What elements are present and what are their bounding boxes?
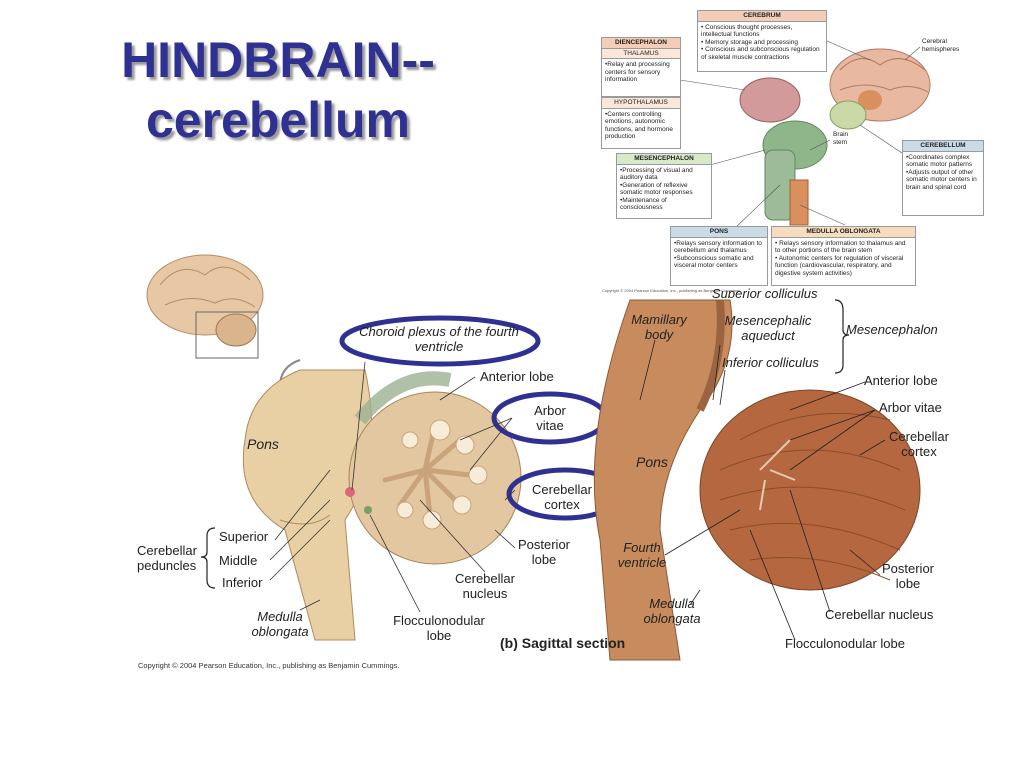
- mamillary-body-label: Mamillary body: [631, 312, 687, 342]
- left-anterior-lobe-label: Anterior lobe: [480, 369, 554, 384]
- mesencephalic-aqueduct-label: Mesencephalic aqueduct: [724, 313, 812, 343]
- title-line-1: HINDBRAIN--: [121, 32, 435, 88]
- title-line-2: cerebellum: [145, 92, 410, 148]
- left-arbor-vitae-label: Arbor vitae: [534, 403, 566, 433]
- cerebellum-text: •Coordinates complex somatic motor patte…: [906, 153, 977, 191]
- right-cerebellar-nucleus-label: Cerebellar nucleus: [825, 607, 934, 622]
- left-cerebellar-cortex-label: Cerebellar cortex: [532, 482, 592, 512]
- cerebrum-box: CEREBRUM • Conscious thought processes, …: [697, 10, 827, 72]
- right-cerebellar-cortex-label: Cerebellar cortex: [889, 429, 949, 459]
- right-specimen: [593, 299, 921, 661]
- pons-header: PONS: [671, 227, 767, 238]
- right-pons-label: Pons: [636, 454, 668, 470]
- left-cerebellar-nucleus-label: Cerebellar nucleus: [455, 571, 515, 601]
- left-pons-label: Pons: [247, 436, 279, 452]
- medulla-box: MEDULLA OBLONGATA • Relays sensory infor…: [771, 226, 916, 286]
- choroid-plexus-label: Choroid plexus of the fourth ventricle: [359, 324, 519, 354]
- slide-title: HINDBRAIN-- cerebellum: [88, 30, 468, 150]
- top-figure-copyright: Copyright © 2004 Pearson Education, Inc.…: [602, 288, 741, 293]
- right-arbor-vitae-label: Arbor vitae: [879, 400, 942, 415]
- sagittal-section-caption: (b) Sagittal section: [500, 635, 626, 651]
- diencephalon-header: DIENCEPHALON: [602, 38, 680, 49]
- top-brain-figure: [679, 39, 931, 229]
- pons-box: PONS •Relays sensory information to cere…: [670, 226, 768, 286]
- hypothalamus-text: •Centers controlling emotions, autonomic…: [605, 110, 673, 141]
- medulla-text: • Relays sensory information to thalamus…: [775, 239, 906, 277]
- inferior-peduncle-label: Inferior: [222, 575, 263, 590]
- mesencephalon-text: •Processing of visual and auditory data …: [620, 166, 693, 212]
- right-medulla-label: Medulla oblongata: [643, 596, 701, 626]
- hypothalamus-header: HYPOTHALAMUS: [602, 98, 680, 109]
- peduncle-brace: [200, 527, 216, 589]
- cerebellum-box: CEREBELLUM •Coordinates complex somatic …: [902, 140, 984, 216]
- cerebrum-text: • Conscious thought processes, intellect…: [701, 23, 820, 61]
- fourth-ventricle-label: Fourth ventricle: [617, 540, 667, 570]
- cerebrum-header: CEREBRUM: [698, 11, 826, 22]
- middle-peduncle-label: Middle: [219, 553, 258, 568]
- superior-peduncle-label: Superior: [219, 529, 269, 544]
- mesencephalon-header: MESENCEPHALON: [617, 154, 711, 165]
- left-sagittal-illustration: [242, 315, 624, 641]
- medulla-header: MEDULLA OBLONGATA: [772, 227, 915, 238]
- left-medulla-label: Medulla oblongata: [251, 609, 309, 639]
- left-figure-copyright: Copyright © 2004 Pearson Education, Inc.…: [138, 661, 400, 670]
- diencephalon-box: DIENCEPHALON THALAMUS •Relay and process…: [601, 37, 681, 97]
- left-posterior-lobe-label: Posterior lobe: [517, 537, 571, 567]
- right-posterior-lobe-label: Posterior lobe: [881, 561, 935, 591]
- inferior-colliculus-label: Inferior colliculus: [722, 355, 819, 370]
- cerebellar-peduncles-label: Cerebellar peduncles: [137, 543, 197, 573]
- brain-stem-label: Brain stem: [833, 131, 849, 146]
- right-anterior-lobe-label: Anterior lobe: [864, 373, 938, 388]
- mesencephalon-label: Mesencephalon: [846, 322, 938, 337]
- left-flocculonodular-label: Flocculonodular lobe: [393, 613, 485, 643]
- cerebellum-header: CEREBELLUM: [903, 141, 983, 152]
- mesencephalon-box: MESENCEPHALON •Processing of visual and …: [616, 153, 712, 219]
- pons-text: •Relays sensory information to cerebellu…: [674, 239, 762, 270]
- cerebral-hemispheres-label: Cerebral hemispheres: [922, 38, 960, 53]
- superior-colliculus-label: Superior colliculus: [712, 286, 818, 298]
- hypothalamus-box: HYPOTHALAMUS •Centers controlling emotio…: [601, 97, 681, 149]
- thalamus-header: THALAMUS: [602, 48, 680, 59]
- right-flocculonodular-label: Flocculonodular lobe: [785, 636, 905, 651]
- thalamus-text: •Relay and processing centers for sensor…: [605, 61, 670, 83]
